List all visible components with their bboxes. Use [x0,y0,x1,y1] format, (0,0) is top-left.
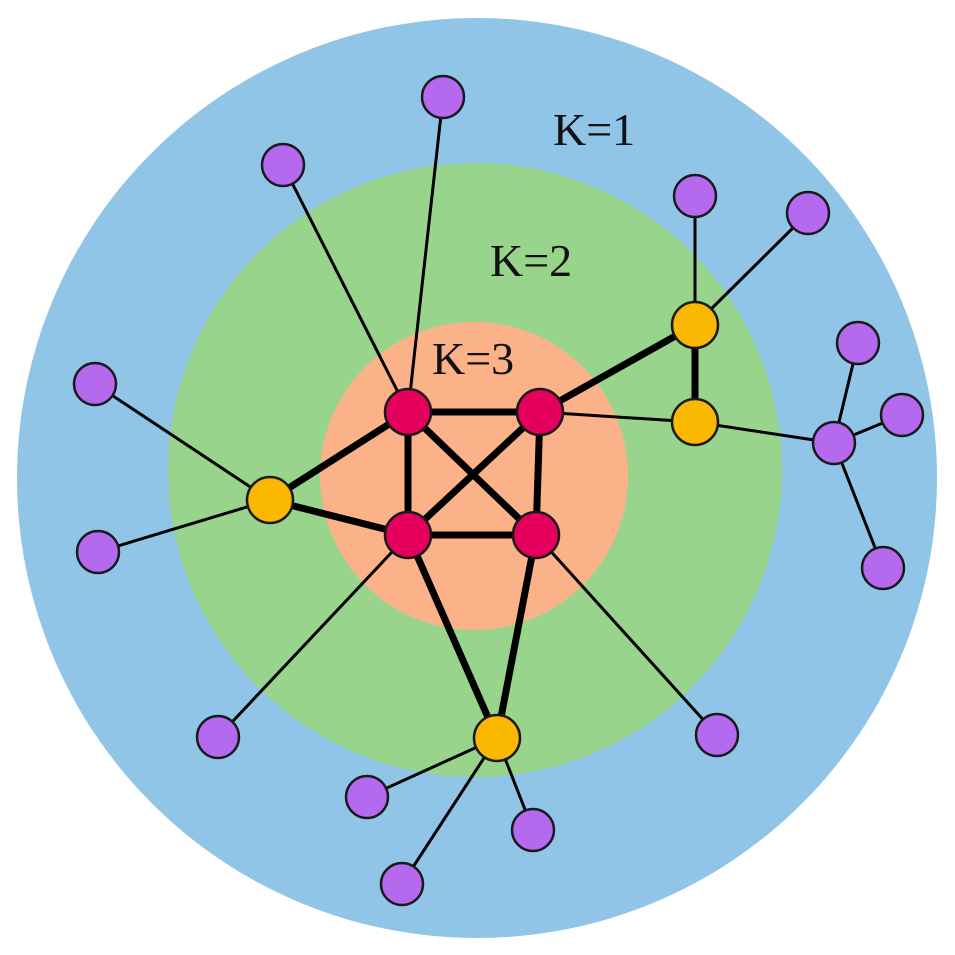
middle-node-m1 [245,475,295,525]
core-node-c3 [383,510,433,560]
edge-c2-m3 [538,410,697,424]
edge-m4-o15 [400,736,499,886]
edge-c1-o2 [281,163,410,414]
core-node-c2 [515,387,565,437]
edge-m1-o5 [93,382,272,502]
edge-c1-m1 [266,408,412,504]
edge-c2-m2 [536,321,699,416]
outer-node-o6 [75,529,121,575]
outer-node-o9 [811,420,857,466]
outer-node-o11 [195,714,241,760]
shell-label-k1: K=1 [553,104,635,155]
outer-node-o14 [510,807,556,853]
edge-c2-c3 [404,408,544,539]
edge-m1-o6 [96,498,272,554]
outer-node-o2 [260,142,306,188]
edge-m2-o4 [693,211,810,327]
shell-label-k3: K=3 [432,333,514,384]
outer-node-o1 [420,74,466,120]
node-layer [72,74,925,907]
outer-node-o3 [672,173,718,219]
outer-node-o12 [694,712,740,758]
edge-o9-o10 [832,441,885,570]
core-node-c1 [383,387,433,437]
outer-node-o10 [860,545,906,591]
edge-c1-o1 [406,95,445,414]
outer-node-o15 [379,861,425,907]
middle-node-m4 [472,713,522,763]
core-node-c4 [511,510,561,560]
outer-node-o8 [879,392,925,438]
outer-node-o13 [344,774,390,820]
edge-c4-o12 [534,533,719,737]
outer-node-o4 [785,190,831,236]
outer-node-o7 [835,320,881,366]
edge-c3-o11 [216,533,410,739]
outer-node-o5 [72,361,118,407]
shell-label-k2: K=2 [490,235,572,286]
edge-c3-m4 [404,531,501,742]
edge-c4-m4 [493,531,540,742]
middle-node-m3 [670,397,720,447]
middle-node-m2 [670,300,720,350]
